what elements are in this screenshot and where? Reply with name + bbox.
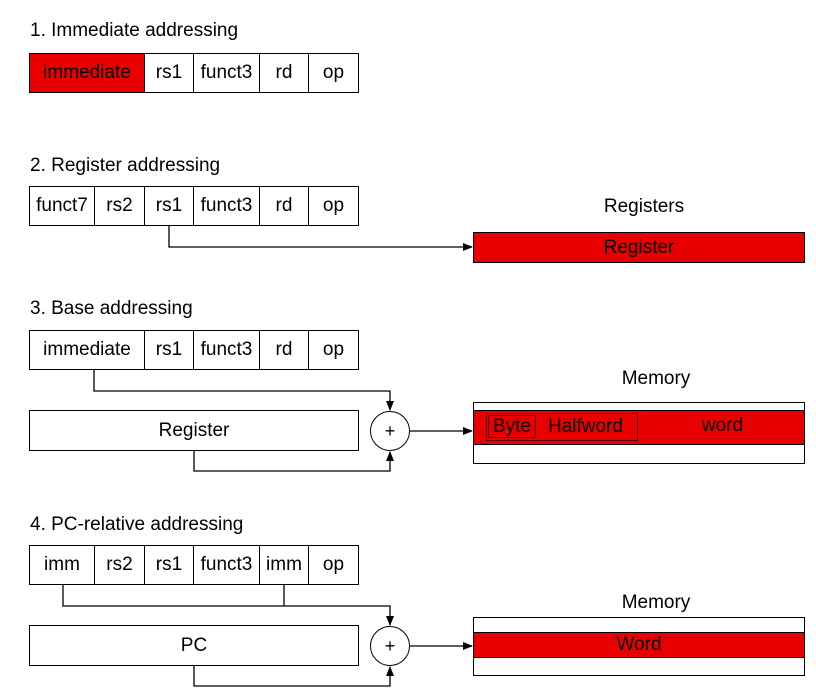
rs2-field: rs2 [94, 545, 145, 585]
funct3-field: funct3 [193, 186, 260, 226]
section-4-title: 4. PC-relative addressing [30, 514, 244, 535]
op-field: op [308, 53, 359, 93]
halfword-cell: Halfword [486, 413, 638, 441]
memory-bottom-row [473, 657, 805, 676]
immediate-field: immediate [29, 330, 145, 370]
section-1-title: 1. Immediate addressing [30, 20, 239, 41]
memory-heading: Memory [621, 368, 691, 389]
immediate-to-adder-arrow [93, 370, 394, 411]
rs1-field: rs1 [144, 330, 194, 370]
memory-heading: Memory [621, 592, 691, 613]
word-row: Word [473, 632, 805, 658]
op-field: op [308, 545, 359, 585]
funct3-field: funct3 [193, 53, 260, 93]
rd-field: rd [259, 186, 309, 226]
section-2-title: 2. Register addressing [30, 155, 221, 176]
imm-high-field: imm [29, 545, 95, 585]
rs1-to-register-arrow [168, 226, 473, 251]
base-adder: + [370, 411, 410, 451]
rs1-field: rs1 [144, 186, 194, 226]
registers-heading: Registers [603, 196, 685, 217]
pc-adder: + [370, 626, 410, 666]
byte-cell: Byte [488, 415, 536, 438]
base-register-box: Register [29, 410, 359, 451]
rs2-field: rs2 [94, 186, 145, 226]
word-cell: word [701, 415, 744, 436]
rd-field: rd [259, 330, 309, 370]
rs1-field: rs1 [144, 545, 194, 585]
register-block: Register [473, 232, 805, 263]
op-field: op [308, 186, 359, 226]
section-3-title: 3. Base addressing [30, 298, 193, 319]
memory-bottom-row [473, 444, 805, 464]
pc-to-adder-arrow [193, 666, 394, 687]
pc-box: PC [29, 625, 359, 666]
funct3-field: funct3 [193, 545, 260, 585]
op-field: op [308, 330, 359, 370]
imm-to-adder-arrow [62, 585, 394, 626]
funct7-field: funct7 [29, 186, 95, 226]
imm-low-field: imm [259, 545, 309, 585]
register-to-adder-arrow [193, 451, 394, 472]
funct3-field: funct3 [193, 330, 260, 370]
